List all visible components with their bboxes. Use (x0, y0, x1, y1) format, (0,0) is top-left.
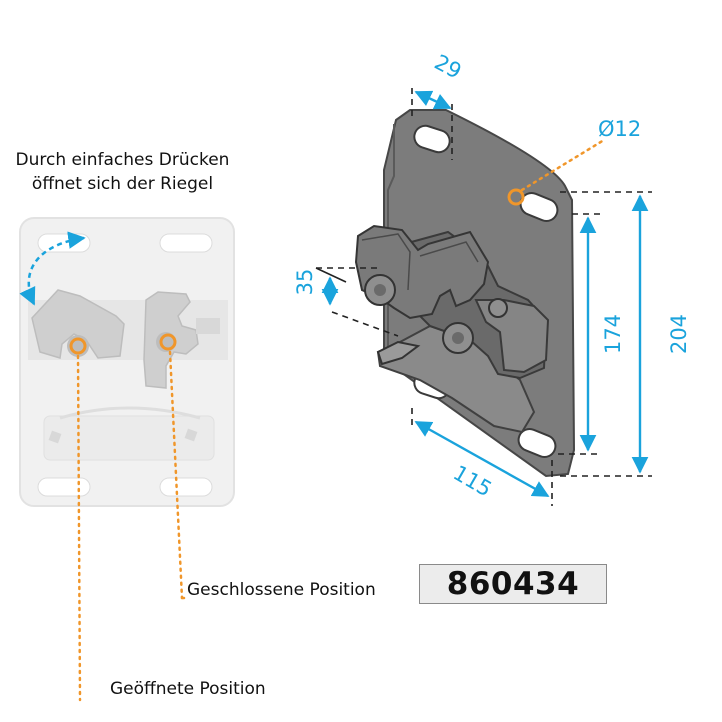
push-arrow-icon (19, 231, 86, 306)
closed-position-label: Geschlossene Position (187, 580, 376, 600)
dim-depth: 35 (293, 269, 317, 296)
hole-leader-line (520, 138, 606, 192)
opened-position-label: Geöffnete Position (110, 679, 266, 699)
closed-pivot-marker (159, 333, 177, 351)
instruction-caption: Durch einfaches Drücken öffnet sich der … (0, 148, 245, 196)
caption-line-2: öffnet sich der Riegel (31, 174, 214, 194)
hole-marker (507, 188, 525, 206)
dim-hole-diameter: Ø12 (598, 117, 641, 141)
latch-3d-rendering (354, 109, 576, 478)
position-leader-lines (76, 350, 190, 702)
dim-width-bottom: 115 (449, 461, 496, 502)
part-number-box: 860434 (419, 564, 607, 604)
dim-height-inner: 174 (601, 314, 625, 354)
dim-width-top: 29 (430, 50, 465, 84)
opened-pivot-marker (69, 337, 87, 355)
ghost-latch-illustration (19, 217, 235, 507)
caption-line-1: Durch einfaches Drücken (15, 150, 230, 170)
dim-height-outer: 204 (667, 314, 691, 354)
